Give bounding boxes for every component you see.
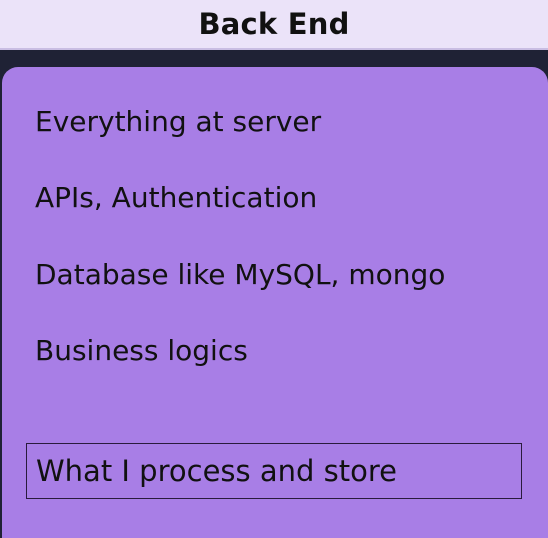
card-item-server: Everything at server [35, 105, 322, 138]
card-item-database: Database like MySQL, mongo [35, 258, 446, 291]
header-title: Back End [198, 7, 350, 41]
summary-box: What I process and store [26, 443, 522, 499]
header-bar: Back End [0, 0, 548, 50]
backend-card: Everything at server APIs, Authenticatio… [2, 67, 548, 538]
summary-text: What I process and store [36, 454, 397, 488]
card-item-apis: APIs, Authentication [35, 181, 318, 214]
card-item-business-logic: Business logics [35, 334, 248, 367]
